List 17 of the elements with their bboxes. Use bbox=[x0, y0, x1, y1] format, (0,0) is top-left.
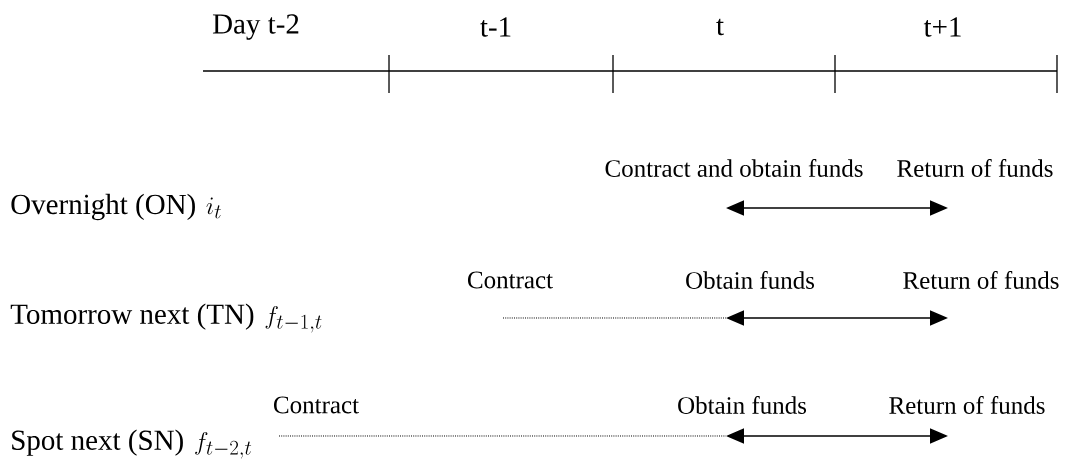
event-label: Contract bbox=[468, 271, 553, 289]
dotted-line bbox=[502, 317, 727, 319]
event-label: Return of funds bbox=[903, 271, 1059, 289]
event-label: Contract bbox=[274, 396, 359, 414]
event-label: Obtain funds bbox=[678, 396, 807, 414]
event-label: Contract and obtain funds bbox=[605, 159, 863, 177]
event-label: Obtain funds bbox=[686, 271, 815, 289]
row-label: Overnight (ON) $i_{t}$ bbox=[11, 193, 221, 221]
row-label: Tomorrow next (TN) $f_{t-1,t}$ bbox=[10, 303, 322, 333]
row-label: Spot next (SN) $f_{t-2,t}$ bbox=[12, 429, 252, 459]
event-label: Return of funds bbox=[897, 159, 1053, 177]
dotted-line bbox=[278, 435, 727, 437]
day-label: Day t-2 bbox=[212, 14, 299, 40]
day-label: t bbox=[716, 18, 724, 36]
event-label: Return of funds bbox=[889, 396, 1045, 414]
day-label: t+1 bbox=[923, 17, 961, 37]
day-label: t-1 bbox=[480, 17, 511, 37]
